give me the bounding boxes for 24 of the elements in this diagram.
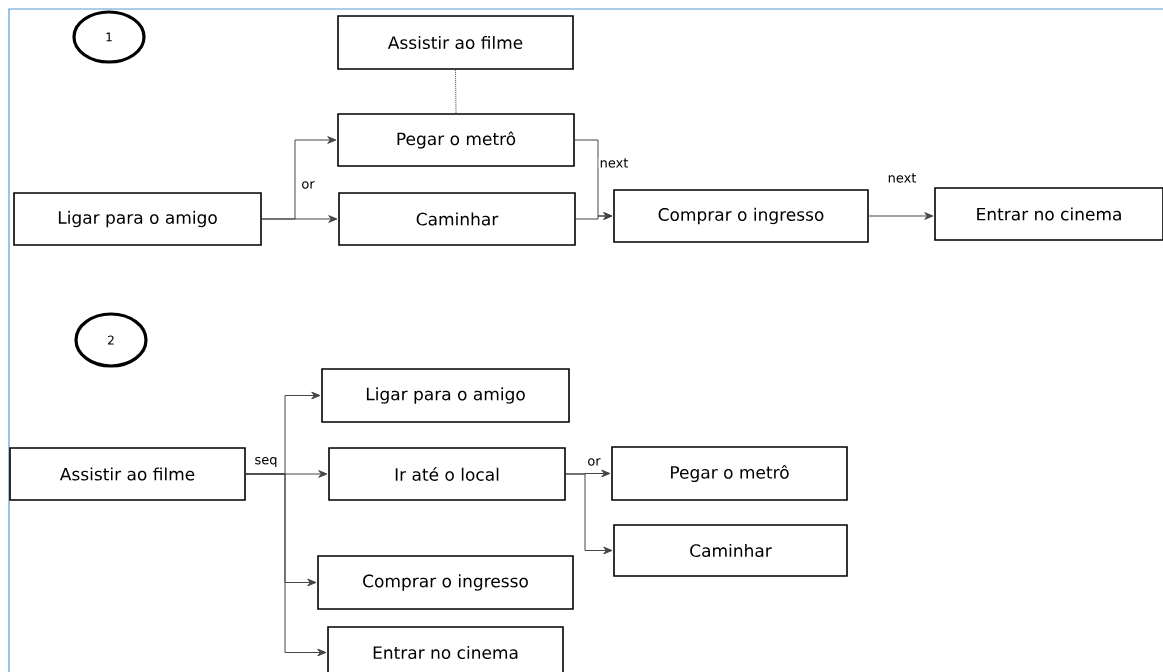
process-box: Caminhar (613, 524, 848, 577)
edge-label: next (886, 172, 918, 184)
process-box: Pegar o metrô (611, 446, 848, 501)
arrow (261, 215, 338, 223)
edge-label: or (300, 180, 316, 190)
process-box: Assistir ao filme (9, 447, 246, 501)
edge-label: or (586, 457, 602, 467)
process-box: Ir até o local (328, 447, 566, 501)
process-box: Assistir ao filme (337, 15, 574, 70)
edge-label: seq (253, 456, 279, 468)
process-box: Comprar o ingresso (613, 189, 869, 243)
process-box: Ligar para o amigo (321, 368, 570, 423)
process-box: Caminhar (338, 192, 576, 246)
edge-label: next (598, 157, 630, 169)
arrow (245, 473, 327, 657)
process-box: Pegar o metrô (337, 113, 575, 167)
arrow (868, 212, 934, 220)
arrow (565, 473, 613, 555)
process-box: Entrar no cinema (327, 626, 564, 672)
process-box: Ligar para o amigo (13, 192, 262, 246)
process-box: Comprar o ingresso (317, 555, 574, 610)
connector-line (455, 69, 457, 114)
process-box: Entrar no cinema (934, 187, 1163, 241)
arrow (575, 212, 613, 220)
